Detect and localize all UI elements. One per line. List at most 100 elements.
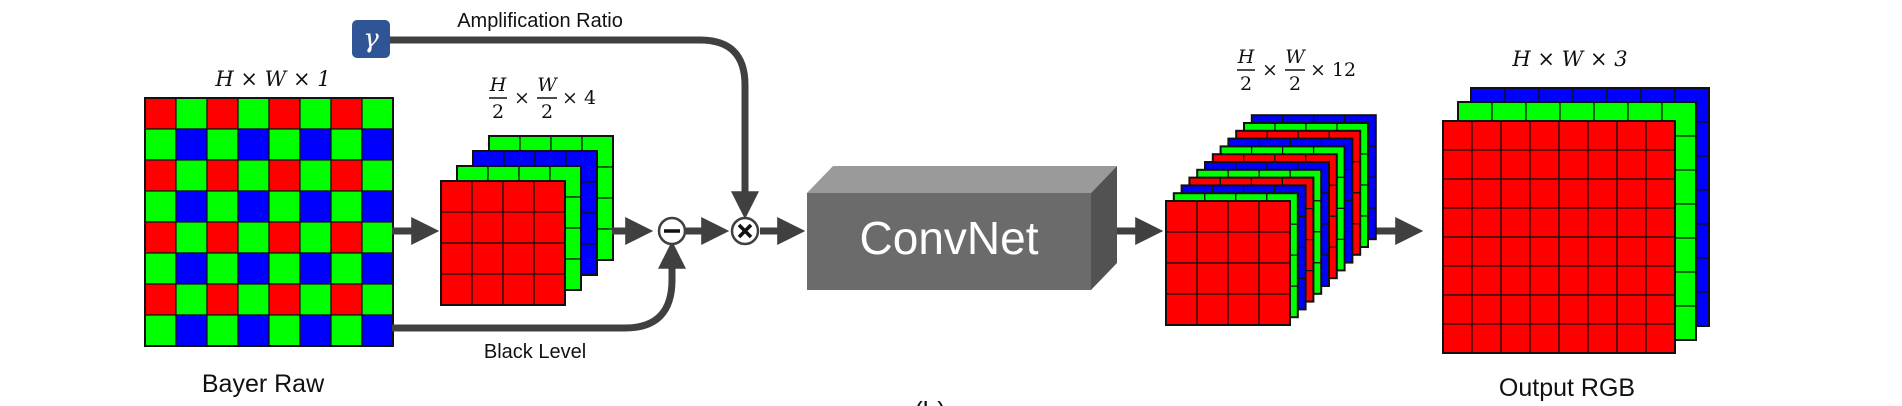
grid-cell [1196, 262, 1229, 295]
grid-cell [440, 242, 473, 275]
grid-cell [330, 283, 363, 316]
gamma-symbol: γ [363, 24, 379, 54]
grid-cell [268, 128, 301, 161]
features-dim-tail: × 12 [1310, 59, 1356, 81]
grid-cell [361, 221, 394, 254]
grid-cell [1587, 323, 1618, 354]
features-frac-w-num: W [1285, 46, 1306, 68]
packed-4-channel-stack [440, 135, 614, 306]
subtract-operator [657, 216, 687, 246]
grid-cell [1587, 236, 1618, 267]
grid-cell [1529, 294, 1560, 325]
grid-cell [1529, 207, 1560, 238]
grid-cell [1587, 294, 1618, 325]
grid-cell [1645, 149, 1676, 180]
grid-cell [175, 190, 208, 223]
convnet-label: ConvNet [860, 212, 1039, 264]
grid-cell [299, 128, 332, 161]
grid-cell [299, 283, 332, 316]
grid-cell [1258, 262, 1291, 295]
grid-cell [299, 159, 332, 192]
grid-cell [1165, 262, 1198, 295]
grid-cell [1558, 207, 1589, 238]
grid-cell [1442, 207, 1473, 238]
grid-cell [1227, 262, 1260, 295]
svg-text:×: × [1262, 59, 1278, 81]
grid-cell [299, 314, 332, 347]
subfigure-caption: (b) [914, 396, 946, 406]
grid-cell [1587, 178, 1618, 209]
grid-cell [1471, 323, 1502, 354]
grid-cell [237, 190, 270, 223]
grid-cell [1471, 294, 1502, 325]
grid-cell [299, 190, 332, 223]
grid-cell [1196, 231, 1229, 264]
features-dim-label: H 2 × W 2 × 12 [1237, 46, 1356, 95]
grid-cell [1587, 207, 1618, 238]
grid-cell [1529, 236, 1560, 267]
grid-cell [237, 97, 270, 130]
grid-cell [268, 190, 301, 223]
packed-dim-label: H 2 × W 2 × 4 [489, 74, 596, 123]
amplification-ratio-arrow [390, 36, 759, 220]
grid-cell [1500, 120, 1531, 151]
grid-cell [268, 283, 301, 316]
grid-cell [471, 180, 504, 213]
grid-cell [1529, 265, 1560, 296]
grid-cell [502, 211, 535, 244]
packed-frac-w-den: 2 [541, 101, 553, 123]
grid-cell [206, 97, 239, 130]
grid-cell [440, 211, 473, 244]
grid-cell [1645, 120, 1676, 151]
features-frac-h-num: H [1237, 46, 1255, 68]
grid-cell [1616, 178, 1647, 209]
grid-cell [1616, 265, 1647, 296]
grid-cell [1442, 120, 1473, 151]
grid-cell [1442, 294, 1473, 325]
bayer-raw-label: Bayer Raw [202, 370, 325, 398]
grid-cell [1471, 149, 1502, 180]
grid-cell [1258, 200, 1291, 233]
grid-cell [1645, 236, 1676, 267]
grid-cell [502, 242, 535, 275]
black-level-arrow [392, 240, 686, 332]
grid-cell [471, 242, 504, 275]
grid-cell [175, 128, 208, 161]
grid-cell [1645, 178, 1676, 209]
grid-cell [1500, 236, 1531, 267]
grid-cell [237, 283, 270, 316]
grid-cell [268, 314, 301, 347]
grid-cell [533, 242, 566, 275]
grid-cell [206, 159, 239, 192]
grid-cell [144, 252, 177, 285]
grid-cell [502, 273, 535, 306]
grid-cell [502, 180, 535, 213]
grid-cell [1587, 149, 1618, 180]
grid-cell [1587, 120, 1618, 151]
grid-cell [1500, 265, 1531, 296]
grid-cell [533, 273, 566, 306]
grid-cell [1558, 265, 1589, 296]
grid-cell [1616, 120, 1647, 151]
grid-cell [1616, 207, 1647, 238]
grid-cell [144, 314, 177, 347]
packed-frac-w-num: W [537, 74, 558, 96]
grid-cell [1471, 120, 1502, 151]
grid-cell [268, 221, 301, 254]
grid-cell [330, 190, 363, 223]
grid-cell [299, 252, 332, 285]
grid-cell [440, 273, 473, 306]
grid-cell [1558, 149, 1589, 180]
grid-cell [206, 128, 239, 161]
grid-cell [144, 128, 177, 161]
grid-cell [1500, 149, 1531, 180]
grid-border [1442, 120, 1676, 354]
grid-cell [175, 97, 208, 130]
bayer-raw-grid [144, 97, 394, 347]
grid-cell [1258, 231, 1291, 264]
packed-frac-h-den: 2 [492, 101, 504, 123]
grid-cell [144, 221, 177, 254]
grid-cell [361, 190, 394, 223]
grid-cell [1196, 200, 1229, 233]
grid-cell [361, 97, 394, 130]
